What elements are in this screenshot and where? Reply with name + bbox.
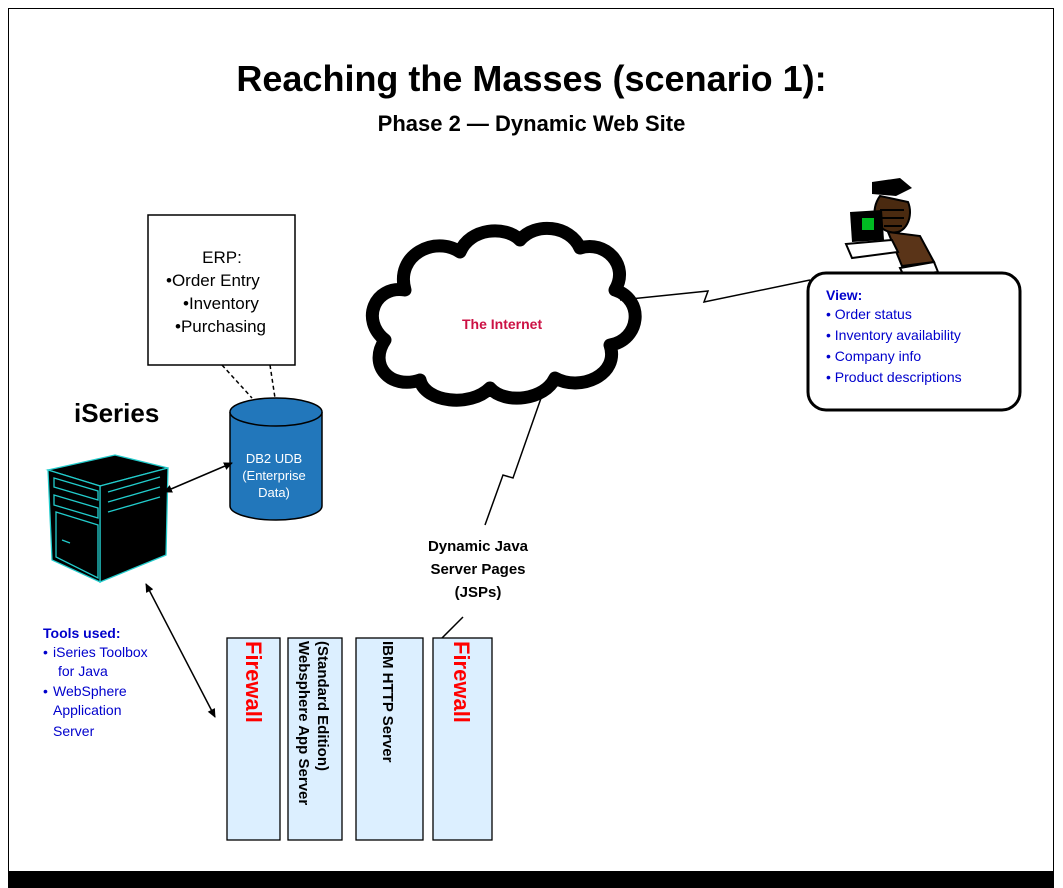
jsp-label: Dynamic Java Server Pages (JSPs) [398, 535, 558, 604]
database-icon [229, 397, 323, 521]
erp-item-order-entry: •Order Entry [166, 271, 260, 290]
database-label-line3: Data) [258, 485, 290, 500]
jsp-to-firewall-link [439, 616, 464, 641]
database-label-line1: DB2 UDB [245, 451, 303, 466]
jsp-label-line1: Dynamic Java [427, 538, 529, 555]
internet-label: The Internet [462, 316, 543, 332]
internet-to-jsp-link [484, 383, 547, 526]
tools-bullet-1: • [43, 644, 48, 660]
internet-to-user-link [619, 279, 811, 304]
page-subtitle: Phase 2 — Dynamic Web Site [377, 111, 686, 136]
firewall-right-label: Firewall [449, 641, 474, 723]
erp-callout [147, 214, 296, 399]
slide-frame [8, 8, 1054, 871]
tools-item-1-line1: iSeries Toolbox [53, 644, 148, 660]
erp-item-purchasing: •Purchasing [175, 317, 267, 336]
websphere-column [287, 637, 343, 841]
tools-item-2-line1: WebSphere [53, 683, 127, 699]
slide-bottom-bar [8, 871, 1054, 888]
tools-item-2-line2: Application [53, 702, 122, 718]
user-at-computer-icon [844, 178, 940, 278]
http-server-label: IBM HTTP Server [379, 641, 396, 763]
erp-item-inventory: •Inventory [183, 294, 259, 313]
jsp-label-line2: Server Pages [430, 561, 526, 578]
server-icon [45, 454, 169, 584]
firewall-left-column [226, 637, 281, 841]
tools-item-2-line3: Server [53, 723, 95, 739]
http-server-column [355, 637, 424, 841]
tools-bullet-2: • [43, 683, 48, 699]
server-appserver-arrow [145, 583, 216, 718]
server-database-arrow [163, 462, 233, 493]
tools-item-1-line2: for Java [58, 663, 108, 679]
firewall-right-column [432, 637, 493, 841]
page-title: Reaching the Masses (scenario 1): [236, 58, 827, 99]
view-item-inventory: • Inventory availability [826, 327, 961, 343]
view-item-product-descriptions: • Product descriptions [826, 369, 962, 385]
firewall-left-label: Firewall [241, 641, 266, 723]
websphere-label-line2: (Standard Edition) [314, 641, 331, 771]
jsp-label-line3: (JSPs) [454, 584, 502, 601]
websphere-label-line1: Websphere App Server [295, 641, 312, 806]
view-box [806, 271, 1022, 412]
database-label-line2: (Enterprise [242, 468, 306, 483]
view-heading: View: [826, 287, 863, 303]
view-item-company-info: • Company info [826, 348, 922, 364]
erp-heading: ERP: [202, 248, 242, 267]
database-label: DB2 UDB (Enterprise Data) [224, 450, 324, 501]
tools-heading: Tools used: [43, 625, 121, 641]
cloud-icon [365, 221, 642, 407]
server-label: iSeries [74, 398, 160, 428]
view-item-order-status: • Order status [826, 306, 912, 322]
